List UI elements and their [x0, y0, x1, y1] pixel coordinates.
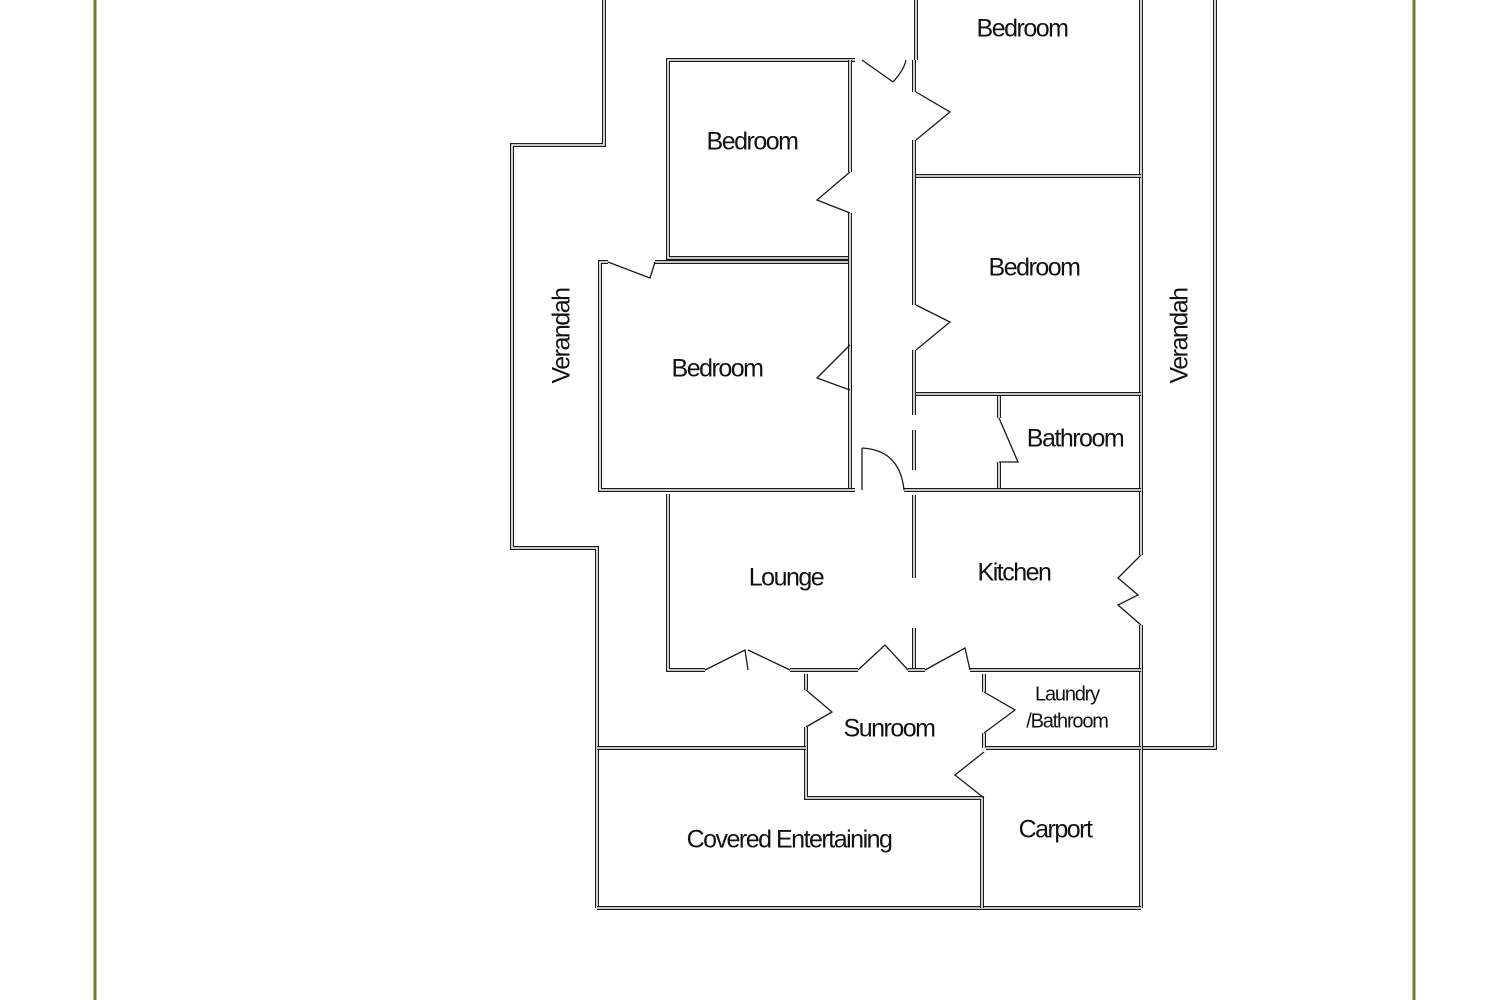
bedroom-upper-left-walls-inner: [667, 59, 855, 259]
lounge-walls-inner: [667, 494, 705, 671]
door-carport: [953, 751, 985, 799]
door-lounge-sunroom: [857, 644, 909, 671]
sunroom-west-b-inner: [805, 727, 983, 908]
bedroom-upper-left-walls: [666, 58, 855, 260]
door-bedroom-top-right: [915, 91, 952, 141]
verandah-west-outline: [510, 0, 606, 908]
door-bedroom-upper-left: [815, 171, 851, 214]
walls: [510, 0, 1217, 910]
doors: [607, 59, 1142, 799]
room-label-bedroom-upper-left: Bedroom: [707, 128, 799, 156]
door-laundry: [983, 691, 1017, 734]
door-corridor-top: [861, 59, 907, 83]
door-lounge-south: [704, 649, 791, 671]
room-label-lounge: Lounge: [749, 564, 824, 592]
room-label-carport: Carport: [1019, 816, 1093, 844]
door-kitchen-east: [1116, 554, 1142, 626]
door-corridor-lounge: [861, 447, 905, 491]
room-label-bedroom-left: Bedroom: [672, 355, 764, 383]
lounge-walls: [666, 494, 705, 672]
door-kitchen-sunroom: [924, 647, 971, 671]
door-bedroom-left-north: [607, 261, 656, 279]
room-label-verandah-east: Verandah: [1166, 288, 1194, 384]
door-bedroom-middle-right: [915, 304, 952, 351]
room-label-bedroom-top-right: Bedroom: [977, 15, 1069, 43]
door-bedroom-left: [815, 344, 851, 391]
room-label-kitchen: Kitchen: [978, 559, 1051, 587]
verandah-west-outline-inner: [511, 0, 605, 908]
sunroom-west-b: [804, 727, 984, 908]
verandah-east-outline-inner: [1142, 0, 1216, 749]
room-label-laundry-line1: Laundry: [1035, 683, 1100, 705]
room-label-bedroom-middle-right: Bedroom: [989, 254, 1081, 282]
page-frame: [93, 0, 1416, 1000]
door-sunroom-west: [805, 689, 834, 728]
room-labels: Bedroom Bedroom Bedroom Bedroom Bathroom…: [548, 15, 1194, 854]
room-label-bathroom: Bathroom: [1027, 425, 1124, 453]
room-label-sunroom: Sunroom: [844, 715, 936, 743]
room-label-covered-entertaining: Covered Entertaining: [687, 826, 892, 854]
room-label-laundry-line2: /Bathroom: [1026, 710, 1108, 732]
room-label-verandah-west: Verandah: [548, 288, 576, 384]
door-bathroom: [998, 417, 1019, 463]
bedroom-left-walls-inner: [599, 261, 855, 491]
